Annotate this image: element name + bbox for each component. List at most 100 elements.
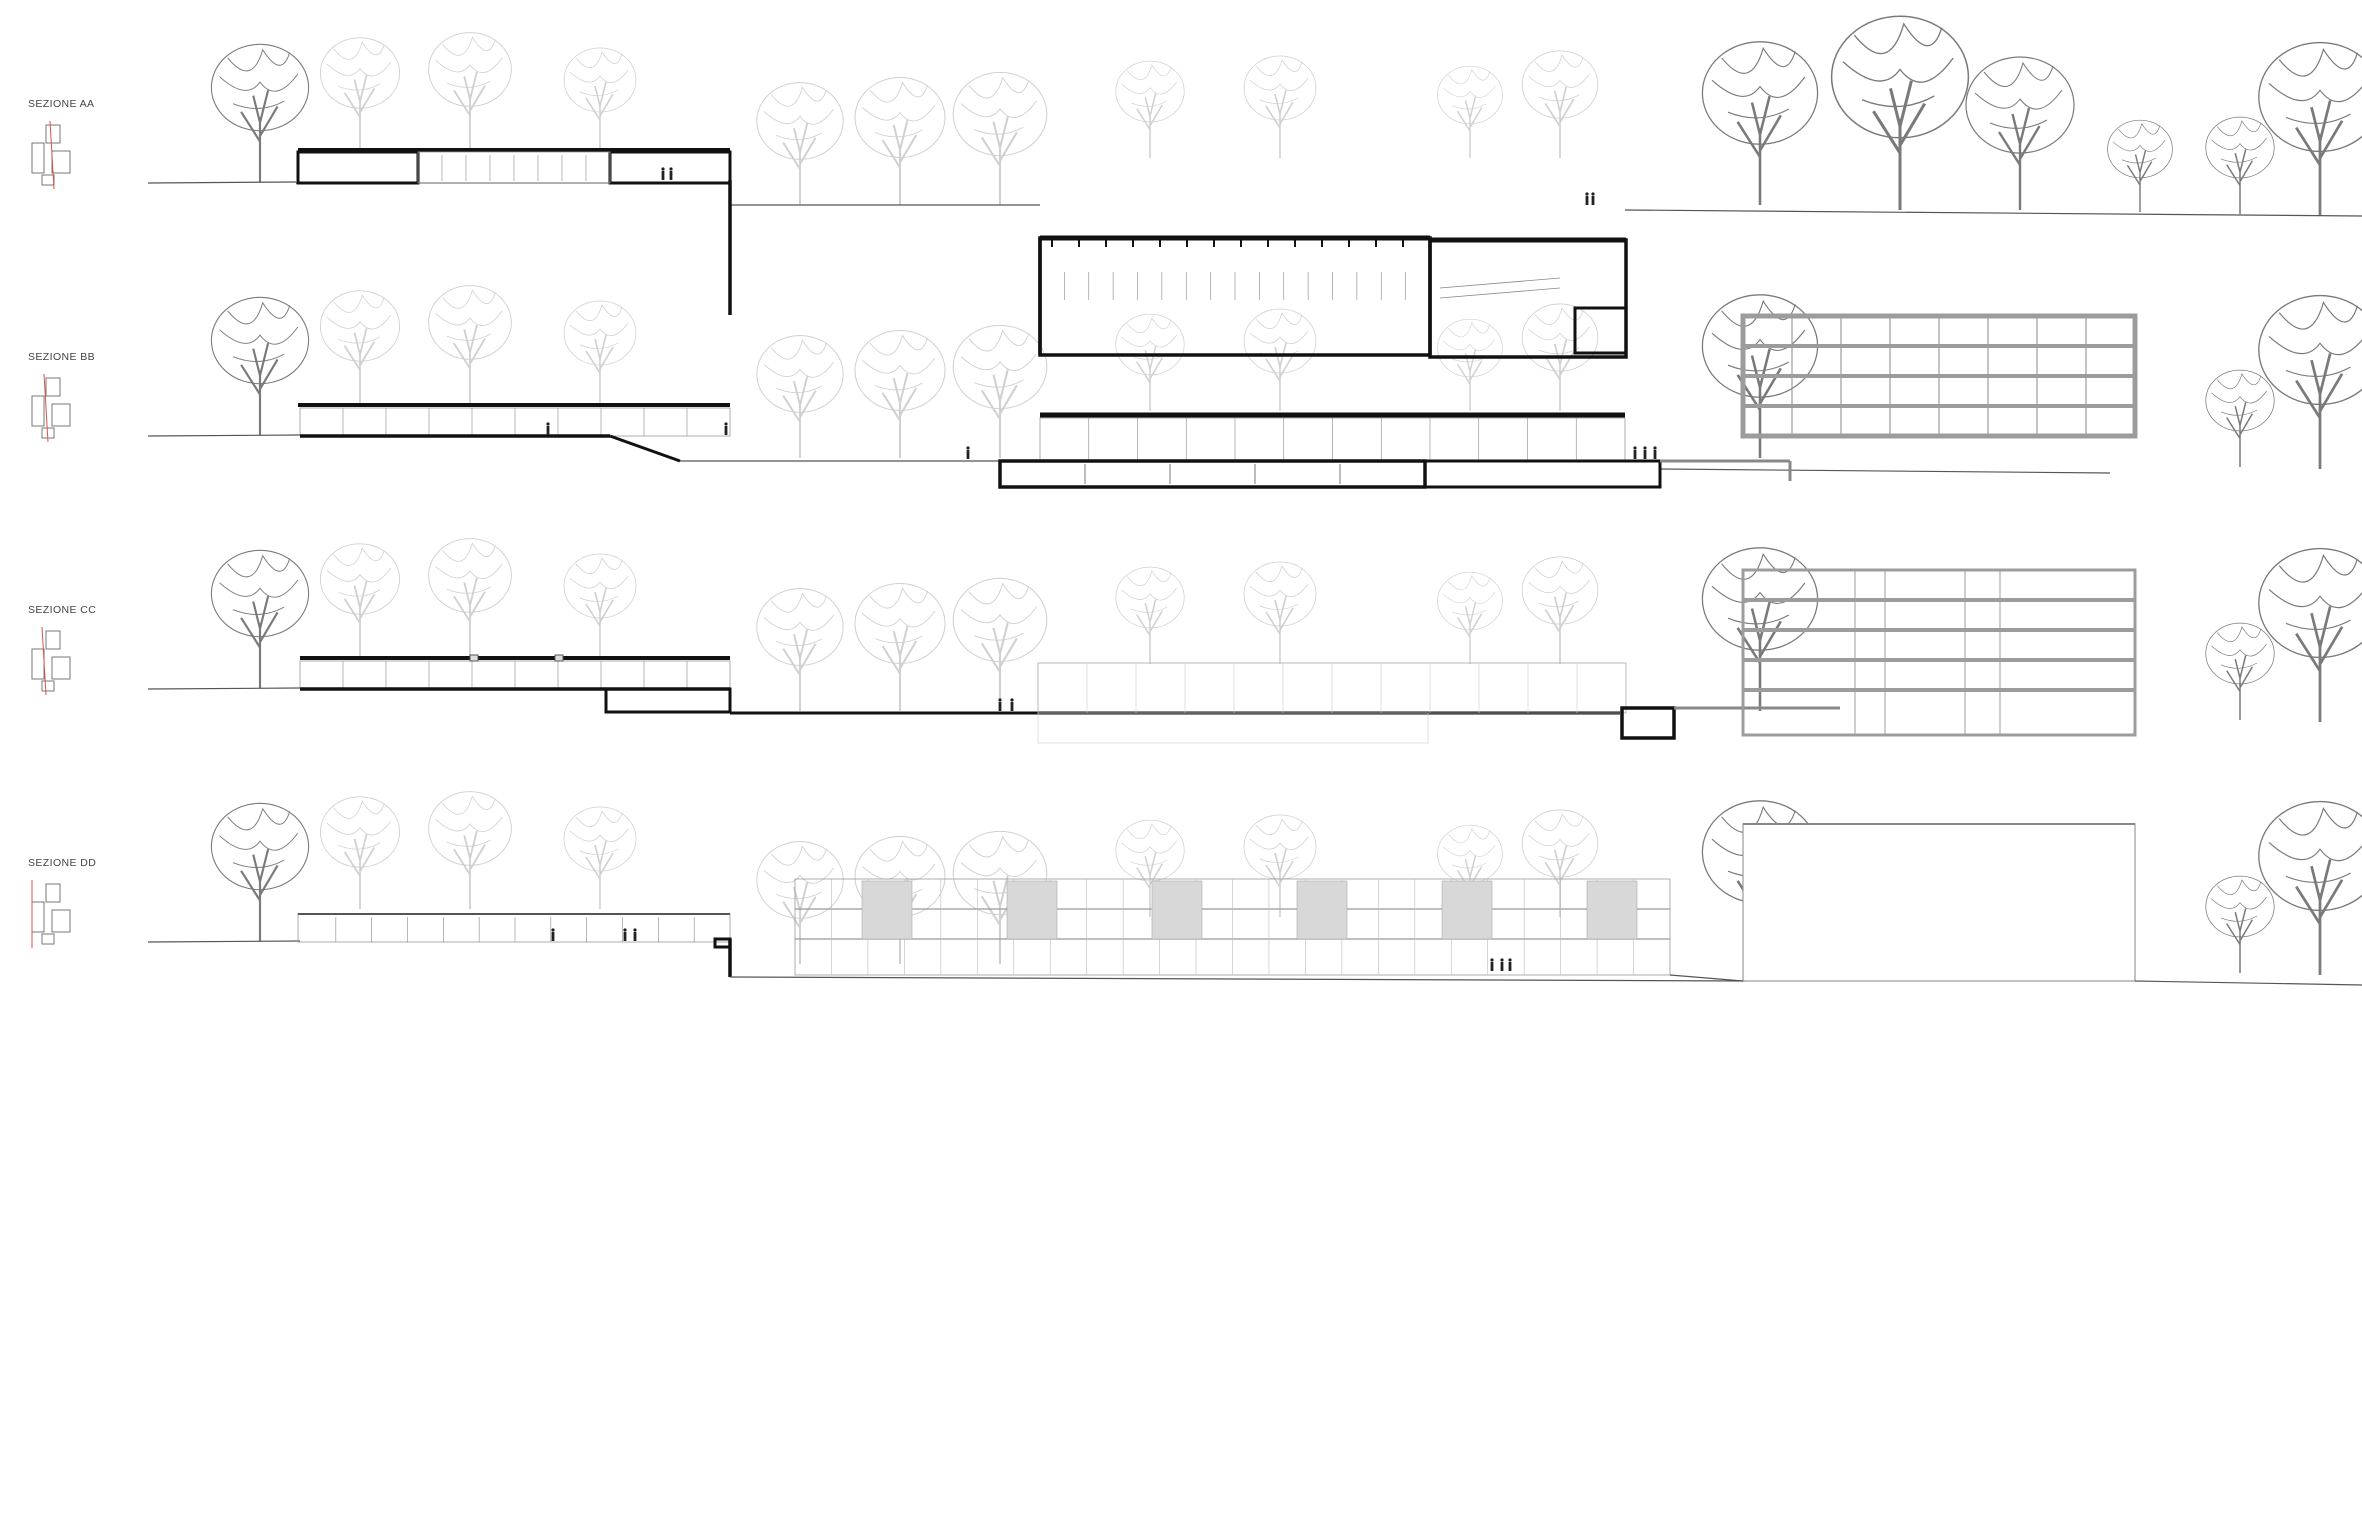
keyplan-block: [41, 933, 55, 945]
louver-panel: [1586, 880, 1638, 940]
tree-icon: [319, 542, 401, 657]
tree-icon: [952, 577, 1048, 713]
keyplan-block: [41, 680, 55, 692]
pavilion-cut: [296, 150, 420, 185]
stair-cut: [609, 434, 681, 463]
person-icon: [669, 167, 673, 180]
tree-icon: [210, 549, 310, 690]
ground-line: [1669, 974, 1744, 982]
tree-icon: [1436, 571, 1504, 665]
person-icon: [1010, 698, 1014, 711]
ground-line: [147, 434, 301, 437]
tree-icon: [952, 71, 1048, 207]
person-icon: [1490, 958, 1494, 971]
person-icon: [1653, 446, 1657, 459]
keyplan-block: [31, 395, 45, 427]
basement-cut: [998, 459, 1427, 489]
tree-icon: [563, 47, 637, 151]
person-icon: [546, 422, 550, 435]
person-icon: [633, 928, 637, 941]
tree-icon: [755, 840, 845, 965]
keyplan-block: [45, 630, 61, 650]
keyplan-cut-line: [41, 626, 47, 696]
person-icon: [724, 422, 728, 435]
keyplan-icon: [31, 626, 71, 696]
tree-icon: [1115, 60, 1185, 159]
person-icon: [1585, 192, 1589, 205]
tree-icon: [2257, 547, 2362, 724]
keyplan-cut-line: [49, 120, 55, 190]
tree-icon: [1830, 14, 1970, 212]
tree-icon: [427, 284, 513, 404]
tower-section: [1741, 568, 2137, 737]
tree-icon: [1243, 561, 1317, 665]
tree-icon: [952, 324, 1048, 460]
tree-icon: [2205, 622, 2275, 721]
keyplan-block: [51, 909, 71, 933]
tree-icon: [1436, 318, 1504, 412]
tree-icon: [210, 802, 310, 943]
tree-icon: [1521, 556, 1599, 665]
tree-icon: [755, 334, 845, 459]
tree-icon: [319, 36, 401, 151]
tree-icon: [319, 795, 401, 910]
keyplan-block: [31, 648, 45, 680]
tree-icon: [854, 582, 946, 712]
person-icon: [966, 446, 970, 459]
tree-icon: [2257, 41, 2362, 218]
tree-icon: [210, 43, 310, 184]
tree-icon: [1701, 40, 1819, 207]
person-icon: [1591, 192, 1595, 205]
person-icon: [1508, 958, 1512, 971]
tree-icon: [319, 289, 401, 404]
tree-icon: [755, 587, 845, 712]
ground-line: [147, 181, 297, 184]
tree-icon: [755, 81, 845, 206]
keyplan-block: [45, 124, 61, 144]
person-icon: [1633, 446, 1637, 459]
stair-block: [1573, 306, 1628, 355]
tree-icon: [2257, 800, 2362, 977]
louver-panel: [1006, 880, 1058, 940]
tree-icon: [427, 790, 513, 910]
tree-icon: [1436, 65, 1504, 159]
person-icon: [623, 928, 627, 941]
annex-cut: [1428, 238, 1628, 359]
keyplan-block: [31, 142, 45, 174]
ground-line: [2134, 980, 2362, 986]
tree-icon: [563, 300, 637, 404]
person-icon: [551, 928, 555, 941]
louver-panel: [861, 880, 913, 940]
keyplan-icon: [31, 120, 71, 190]
pavilion-elevation: [297, 913, 731, 943]
tree-icon: [1521, 809, 1599, 918]
tree-icon: [1521, 50, 1599, 159]
tree-icon: [2205, 369, 2275, 468]
keyplan-block: [41, 174, 55, 186]
keyplan-block: [51, 150, 71, 174]
tree-icon: [1964, 55, 2076, 212]
tree-icon: [563, 553, 637, 657]
louver-panel: [1296, 880, 1348, 940]
tree-icon: [1115, 313, 1185, 412]
tree-icon: [2205, 875, 2275, 974]
basement-cut: [1423, 459, 1662, 489]
ground-line: [147, 687, 301, 690]
louver-panel: [1441, 880, 1493, 940]
skylight: [554, 654, 564, 662]
tree-icon: [2106, 119, 2174, 213]
core: [1964, 569, 2001, 736]
section-label-dd: SEZIONE DD: [28, 857, 97, 869]
tree-icon: [210, 296, 310, 437]
keyplan-icon: [31, 880, 71, 948]
section-label-cc: SEZIONE CC: [28, 604, 97, 616]
person-icon: [661, 167, 665, 180]
person-icon: [998, 698, 1002, 711]
pavilion-elevation: [417, 151, 611, 184]
person-icon: [1500, 958, 1504, 971]
ground-line: [1624, 209, 2362, 217]
keyplan-block: [51, 403, 71, 427]
ground-line: [729, 976, 1746, 982]
ramp-line: [1439, 277, 1561, 289]
tree-icon: [854, 76, 946, 206]
